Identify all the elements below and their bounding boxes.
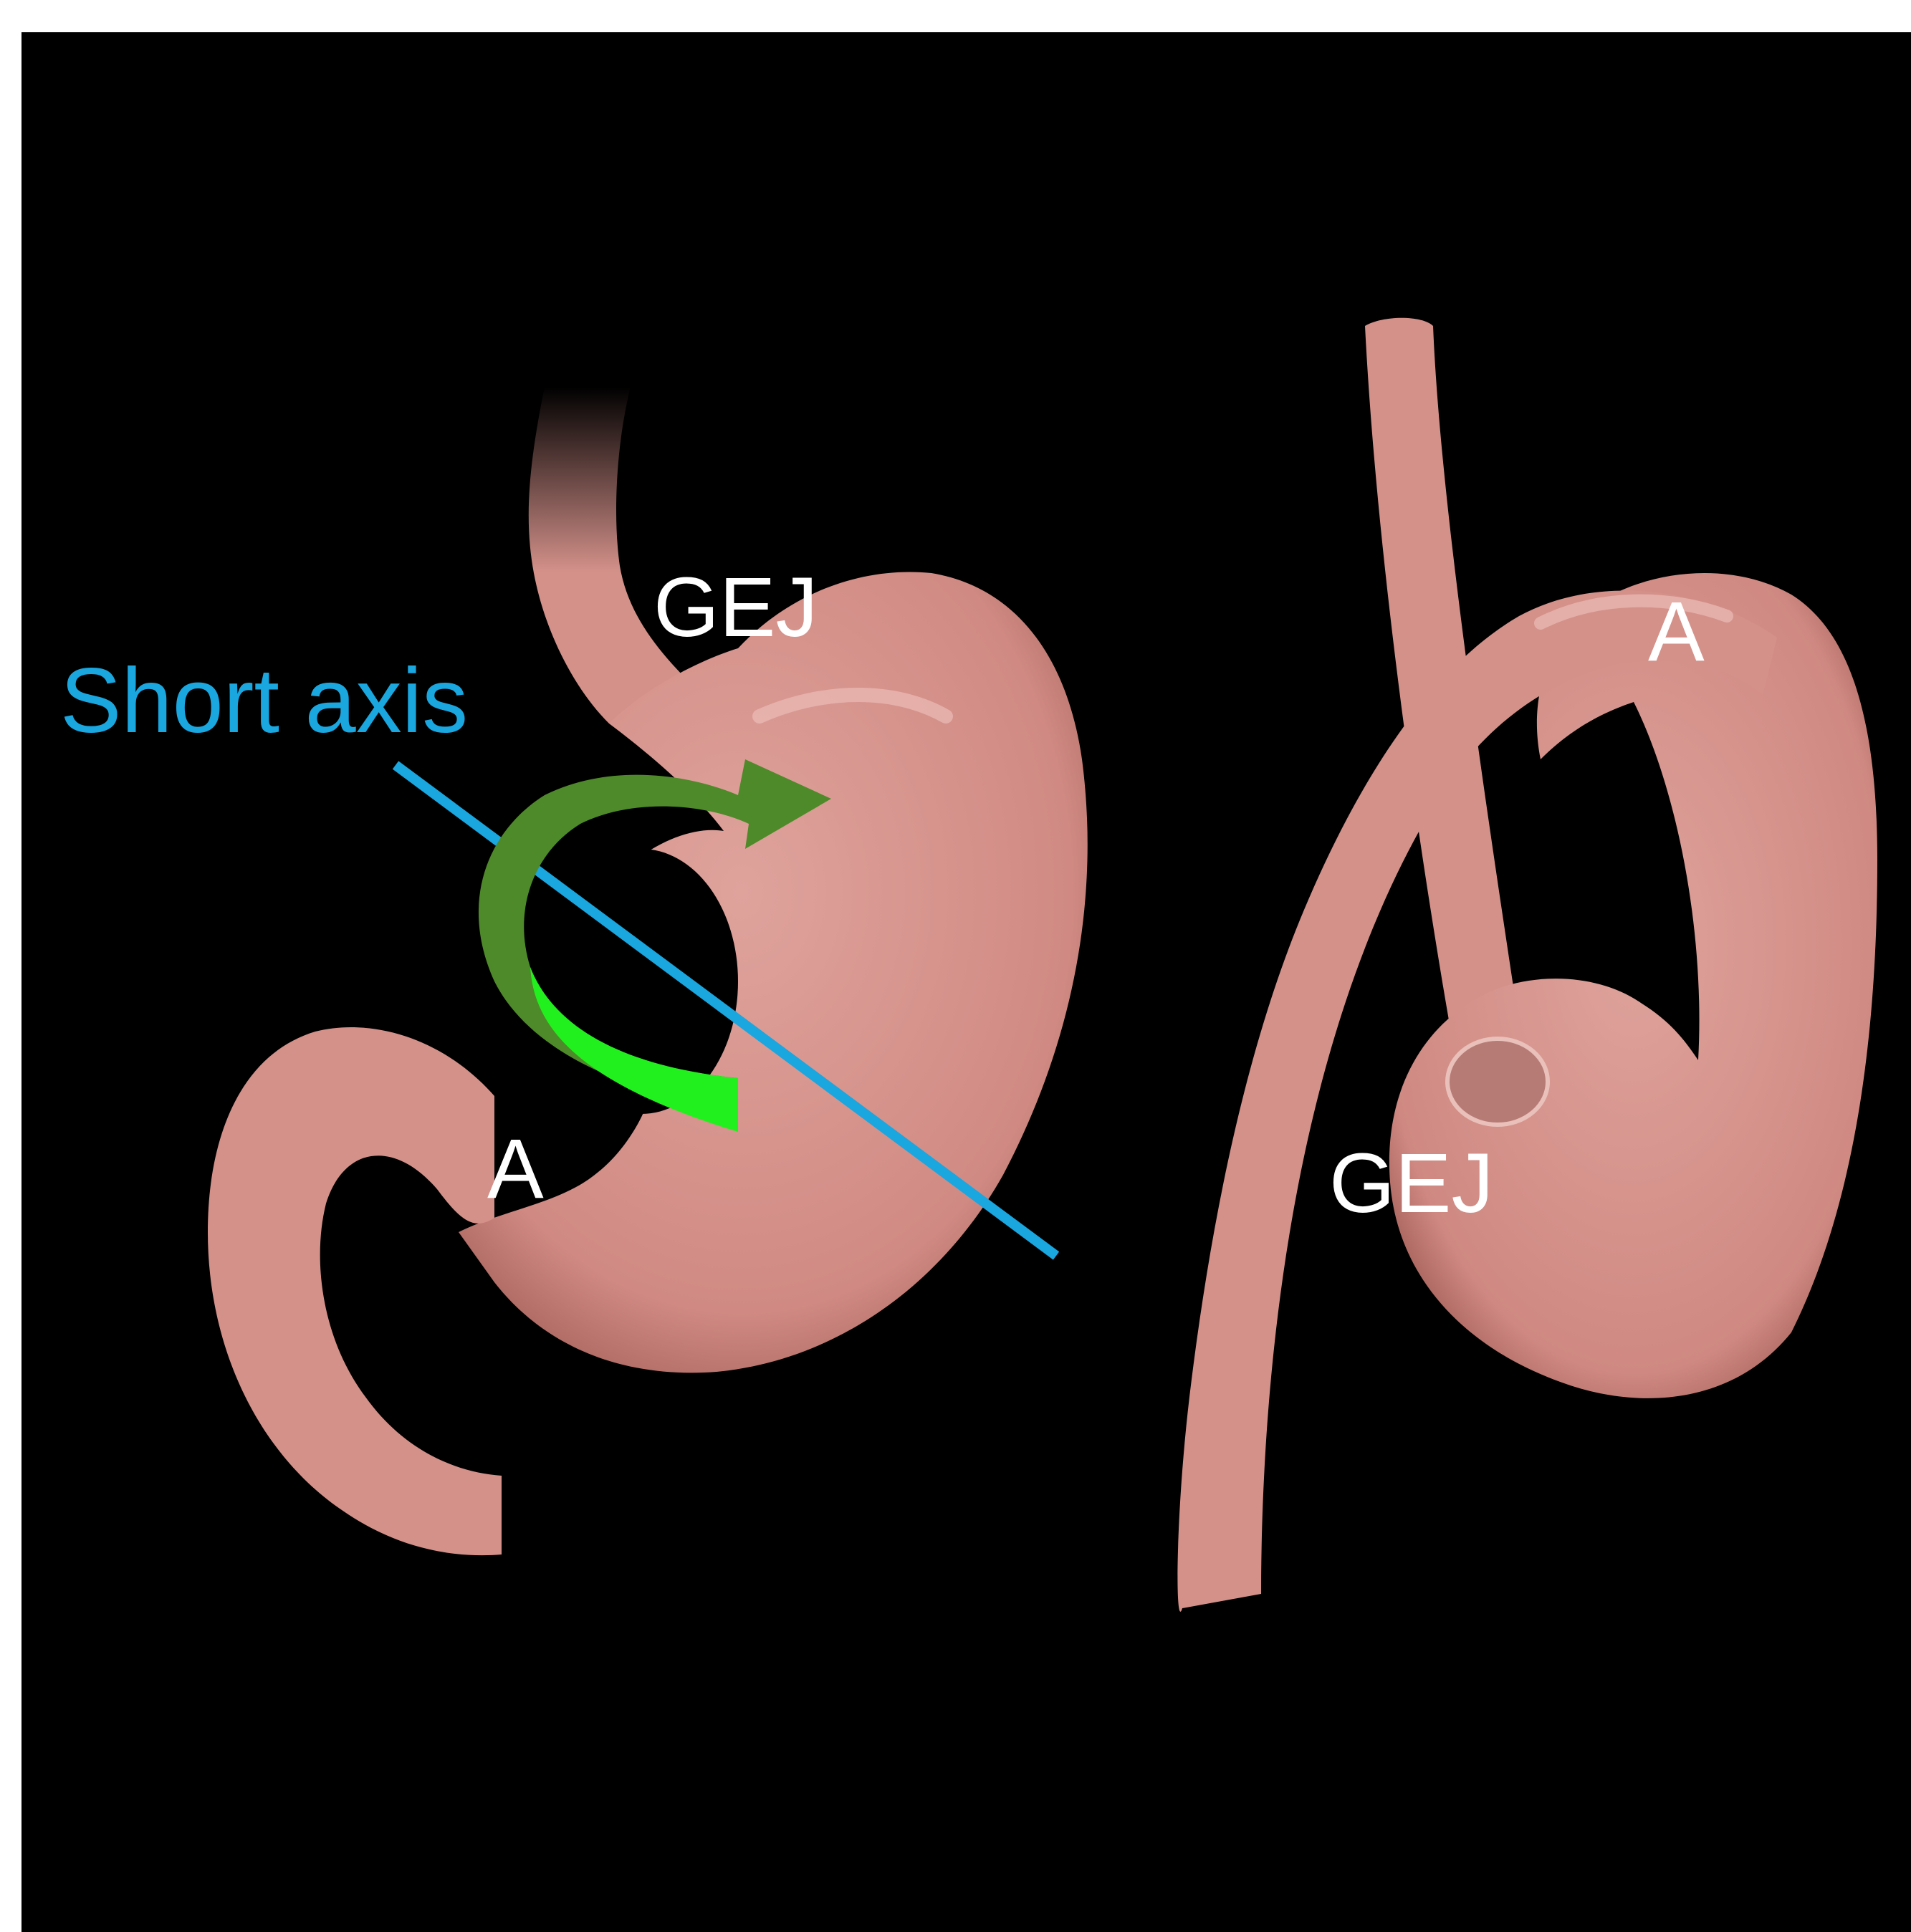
gej-label-right: GEJ xyxy=(1329,1136,1494,1231)
antrum-label-right: A xyxy=(1648,585,1705,679)
gej-label-left: GEJ xyxy=(653,560,818,655)
antrum-label-left: A xyxy=(487,1122,544,1216)
short-axis-label: Short axis xyxy=(60,650,468,752)
right-gej-opening xyxy=(1447,1039,1548,1125)
